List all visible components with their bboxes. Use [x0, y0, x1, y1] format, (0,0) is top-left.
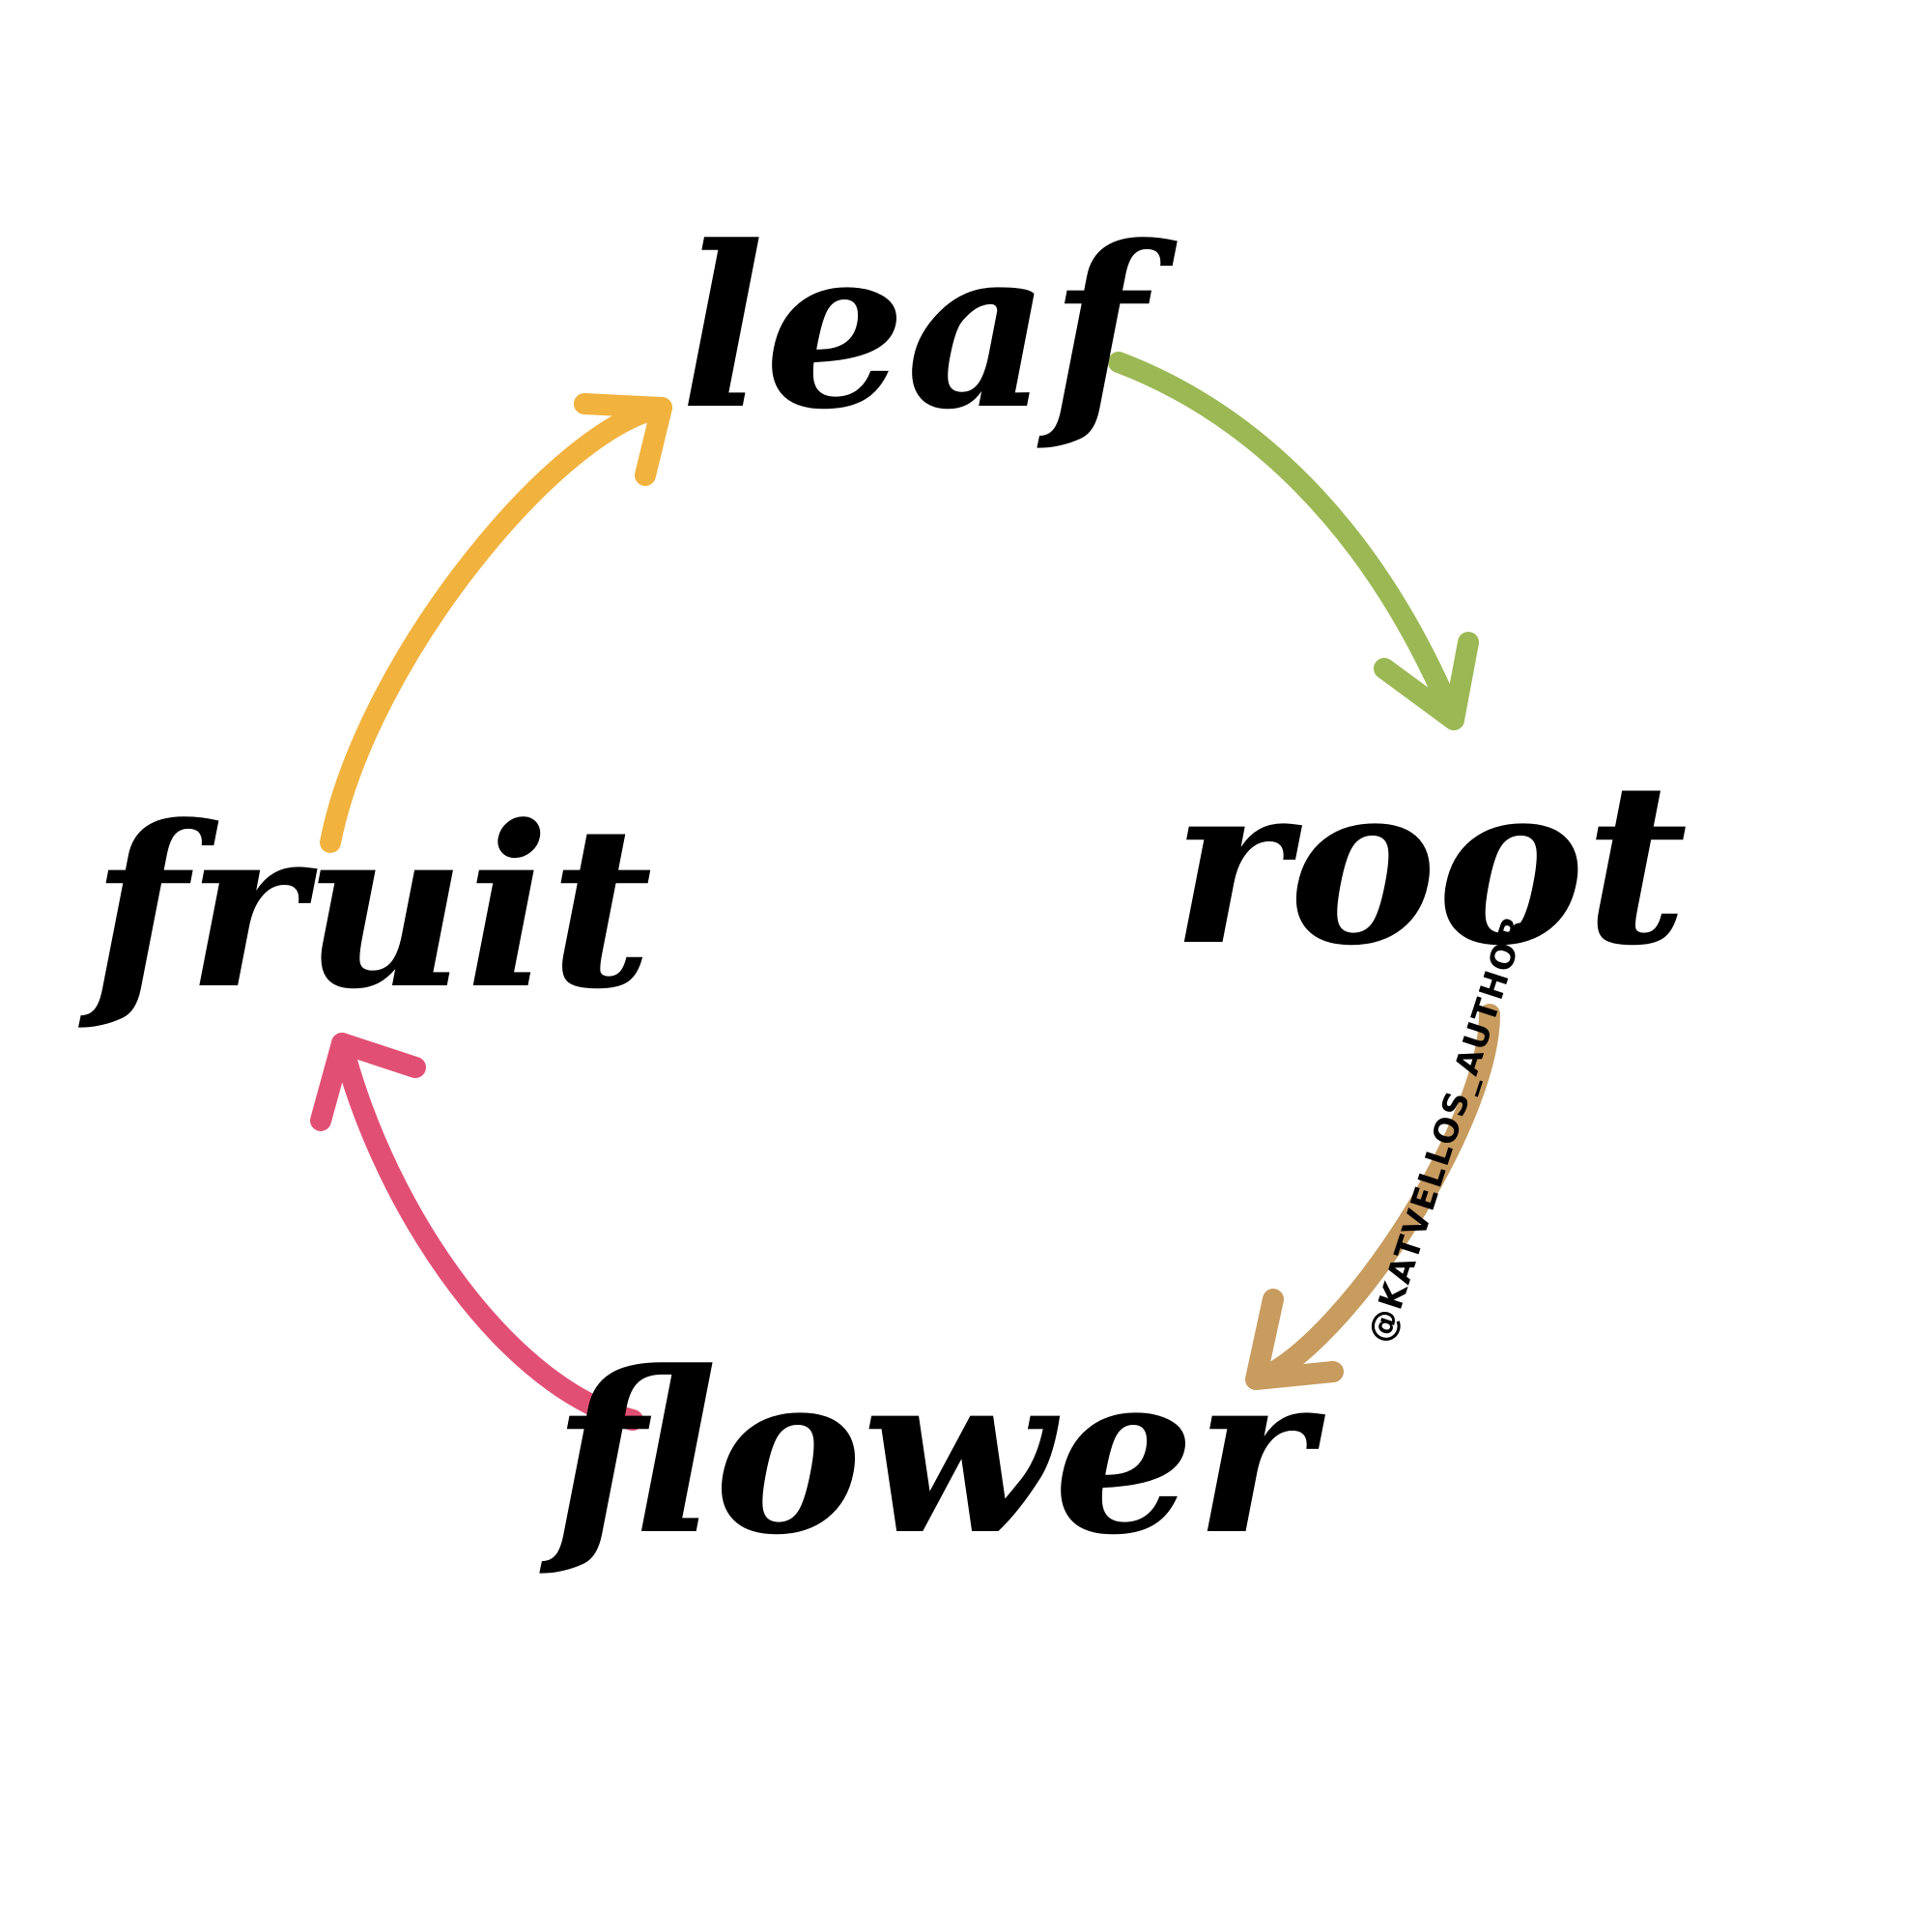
arrow-root-to-flower-head [1245, 1289, 1344, 1390]
stage-root-label: root [1172, 734, 1688, 995]
arrow-flower-to-fruit [310, 1033, 643, 1431]
arrow-root-to-flower-shaft [1255, 1004, 1500, 1387]
arrow-flower-to-fruit-shaft [331, 1033, 643, 1431]
arrow-fruit-to-leaf-head [574, 393, 672, 486]
arrow-root-to-flower [1245, 1004, 1500, 1390]
stage-flower-label: flower [539, 1323, 1326, 1584]
arrow-leaf-to-root-shaft [1108, 352, 1464, 730]
stage-fruit-label: fruit [78, 778, 653, 1038]
arrow-fruit-to-leaf-shaft [320, 397, 672, 853]
stage-leaf-label: leaf [680, 198, 1178, 459]
arrow-leaf-to-root-head [1374, 632, 1479, 730]
arrow-fruit-to-leaf [320, 393, 672, 853]
arrow-flower-to-fruit-head [310, 1033, 426, 1131]
arrow-leaf-to-root [1108, 352, 1479, 730]
